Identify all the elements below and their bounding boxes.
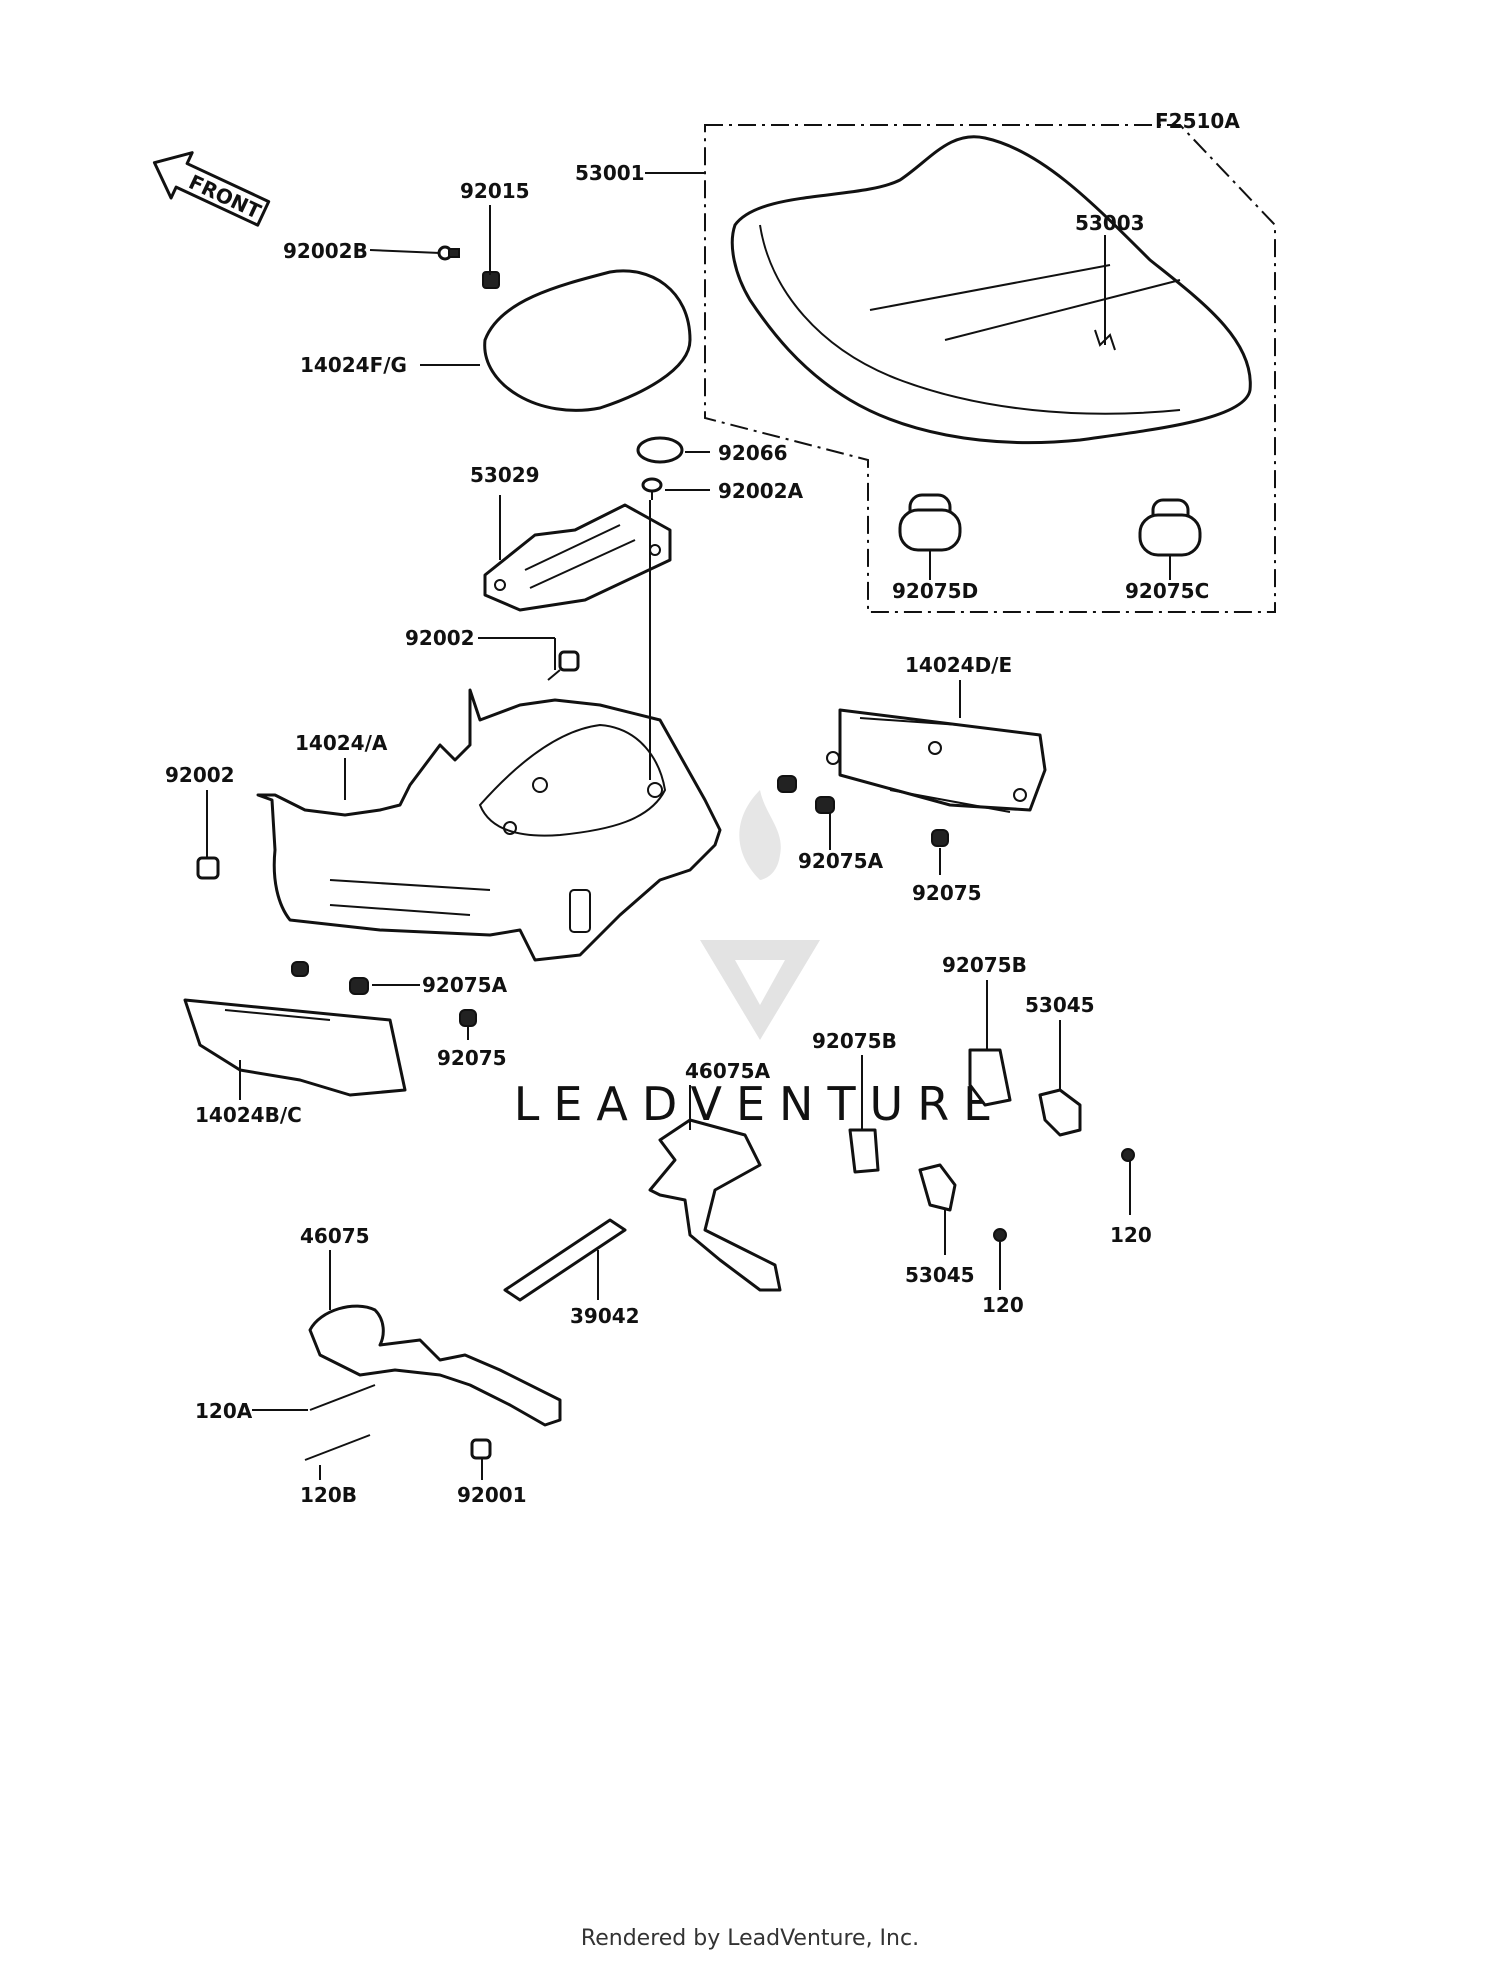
seat-group-outline bbox=[704, 124, 1276, 613]
part-labels: 53001 53003 92015 92002B 14024F/G 92066 … bbox=[165, 161, 1209, 1507]
footer-credit: Rendered by LeadVenture, Inc. bbox=[580, 1926, 920, 1951]
screw-92002A bbox=[641, 477, 663, 500]
label-120-right: 120 bbox=[1110, 1223, 1152, 1247]
label-53003: 53003 bbox=[1075, 211, 1145, 235]
label-53045-top: 53045 bbox=[1025, 993, 1095, 1017]
label-92075-left: 92075 bbox=[437, 1046, 507, 1070]
rod-39042 bbox=[503, 1218, 627, 1302]
label-92002B: 92002B bbox=[283, 239, 368, 263]
label-46075A: 46075A bbox=[685, 1059, 771, 1083]
front-arrow-label: FRONT bbox=[185, 170, 265, 224]
watermark-text: LEADVENTURE bbox=[514, 1077, 1007, 1131]
block-92075B-top bbox=[968, 1048, 1012, 1107]
watermark: LEADVENTURE bbox=[514, 790, 1007, 1131]
front-arrow-icon bbox=[152, 151, 271, 227]
watermark-v-icon bbox=[700, 940, 820, 1040]
bracket-46075A bbox=[648, 1118, 782, 1292]
nut-92001 bbox=[470, 1438, 492, 1460]
latch-53045-bottom bbox=[918, 1163, 957, 1212]
label-92066: 92066 bbox=[718, 441, 788, 465]
side-cover-14024BC bbox=[183, 998, 407, 1097]
label-92075A-right: 92075A bbox=[798, 849, 884, 873]
seat-53001 bbox=[730, 135, 1252, 445]
grommet-92075-right bbox=[931, 829, 949, 847]
label-92075A-left: 92075A bbox=[422, 973, 508, 997]
label-14024FG: 14024F/G bbox=[300, 353, 407, 377]
watermark-flame-icon bbox=[739, 790, 781, 880]
label-14024DE: 14024D/E bbox=[905, 653, 1012, 677]
screw-120-mid bbox=[993, 1228, 1007, 1242]
damper-92075D bbox=[898, 493, 962, 552]
label-92075D: 92075D bbox=[892, 579, 978, 603]
cap-92066 bbox=[636, 436, 684, 464]
grommet-92075A-right bbox=[777, 775, 835, 814]
label-46075: 46075 bbox=[300, 1224, 370, 1248]
label-120A: 120A bbox=[195, 1399, 253, 1423]
bolt-120A bbox=[309, 1384, 376, 1411]
label-53001: 53001 bbox=[575, 161, 645, 185]
label-53029: 53029 bbox=[470, 463, 540, 487]
bolt-92002-top bbox=[547, 650, 580, 681]
label-92075-right: 92075 bbox=[912, 881, 982, 905]
label-120B: 120B bbox=[300, 1483, 357, 1507]
block-92075B-mid bbox=[848, 1128, 880, 1174]
label-92075C: 92075C bbox=[1125, 579, 1209, 603]
bolt-120B bbox=[304, 1434, 371, 1461]
grommet-92075-left bbox=[459, 1009, 477, 1027]
figure-code: F2510A bbox=[1155, 109, 1240, 133]
label-14024BC: 14024B/C bbox=[195, 1103, 302, 1127]
bracket-53029 bbox=[483, 503, 672, 612]
grommet-92075A-left bbox=[291, 961, 369, 995]
side-cover-14024DE bbox=[826, 708, 1047, 813]
damper-92075C bbox=[1138, 498, 1202, 557]
label-92001: 92001 bbox=[457, 1483, 527, 1507]
front-arrow: FRONT bbox=[152, 151, 271, 227]
screw-120-right bbox=[1121, 1148, 1135, 1162]
latch-53045-top bbox=[1038, 1088, 1082, 1137]
bracket-46075 bbox=[308, 1304, 562, 1427]
seat-cover-14024FG bbox=[483, 269, 692, 412]
label-120-mid: 120 bbox=[982, 1293, 1024, 1317]
bolt-92002B bbox=[437, 245, 460, 261]
leader-lines bbox=[206, 172, 1171, 1480]
bolt-92002-left bbox=[196, 856, 220, 880]
label-92075B-mid: 92075B bbox=[812, 1029, 897, 1053]
tail-cowl-14024A bbox=[256, 688, 722, 962]
label-92002-top: 92002 bbox=[405, 626, 475, 650]
label-53045-bottom: 53045 bbox=[905, 1263, 975, 1287]
label-14024A: 14024/A bbox=[295, 731, 388, 755]
label-92002-left: 92002 bbox=[165, 763, 235, 787]
label-92075B-top: 92075B bbox=[942, 953, 1027, 977]
label-92002A: 92002A bbox=[718, 479, 804, 503]
label-92015: 92015 bbox=[460, 179, 530, 203]
label-39042: 39042 bbox=[570, 1304, 640, 1328]
